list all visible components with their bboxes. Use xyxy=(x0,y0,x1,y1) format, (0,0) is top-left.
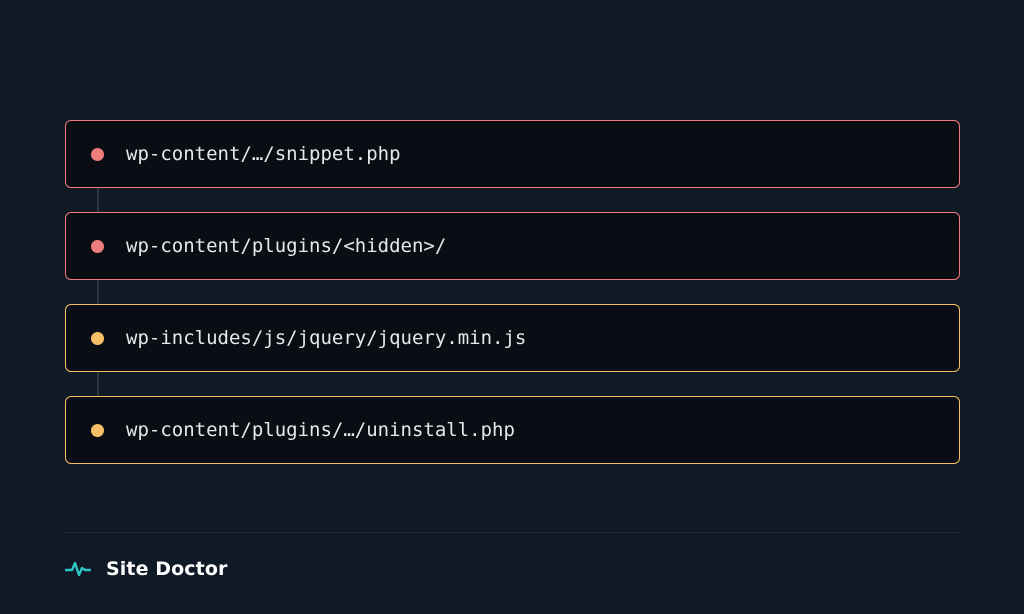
warning-status-dot xyxy=(91,332,104,345)
warning-status-dot xyxy=(91,424,104,437)
file-path: wp-includes/js/jquery/jquery.min.js xyxy=(126,327,527,349)
heartbeat-icon xyxy=(65,561,91,577)
brand-name: Site Doctor xyxy=(106,558,228,580)
footer-divider xyxy=(65,532,960,533)
critical-status-dot xyxy=(91,240,104,253)
file-path: wp-content/plugins/<hidden>/ xyxy=(126,235,447,257)
file-row-critical[interactable]: wp-content/plugins/<hidden>/ xyxy=(65,212,960,280)
file-path: wp-content/…/snippet.php xyxy=(126,143,401,165)
critical-status-dot xyxy=(91,148,104,161)
timeline-connector xyxy=(97,279,99,305)
brand: Site Doctor xyxy=(65,553,227,585)
timeline-connector xyxy=(97,371,99,397)
file-row-warning[interactable]: wp-includes/js/jquery/jquery.min.js xyxy=(65,304,960,372)
file-row-warning[interactable]: wp-content/plugins/…/uninstall.php xyxy=(65,396,960,464)
timeline-connector xyxy=(97,187,99,213)
file-path: wp-content/plugins/…/uninstall.php xyxy=(126,419,515,441)
file-row-critical[interactable]: wp-content/…/snippet.php xyxy=(65,120,960,188)
